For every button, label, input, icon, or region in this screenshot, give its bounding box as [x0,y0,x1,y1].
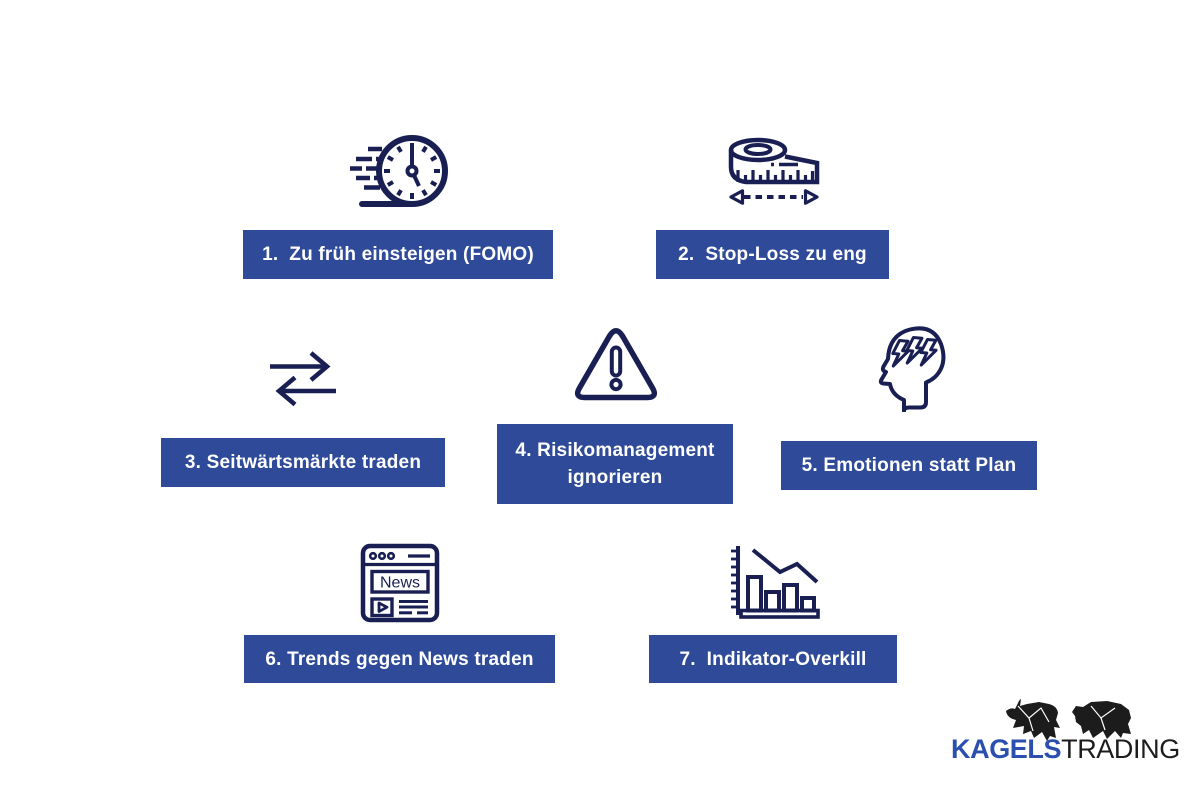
mistake-7-label-box: 7. Indikator-Overkill [649,635,897,683]
bear-icon [1071,700,1133,740]
news-icon-label: News [380,575,420,592]
brand-logo: KAGELSTRADING [951,696,1180,770]
mistake-3-label: 3. Seitwärtsmärkte traden [184,452,422,473]
speed-clock-icon [348,130,453,218]
mistake-6-label: 6. Trends gegen News traden [265,648,534,670]
mistake-1-label: 1. Zu früh einsteigen (FOMO) [262,244,534,265]
indicator-chart-icon [726,541,821,621]
brand-name-secondary: TRADING [1061,734,1180,764]
warning-triangle-icon [574,326,658,404]
sideways-arrows-icon [267,350,339,408]
mistake-2-label-box: 2. Stop-Loss zu eng [656,230,889,279]
mistake-4-label-box: 4. Risikomanagement ignorieren [497,424,733,504]
mistake-3-label-box: 3. Seitwärtsmärkte traden [161,438,445,487]
mistake-7-label: 7. Indikator-Overkill [679,648,867,670]
bull-icon [1003,698,1061,742]
mistake-6-label-box: 6. Trends gegen News traden [244,635,555,683]
mistake-5-label: 5. Emotionen statt Plan [801,455,1017,476]
mistake-5-label-box: 5. Emotionen statt Plan [781,441,1037,490]
stressed-head-icon [869,322,947,413]
measuring-tape-icon [716,136,826,208]
brand-name-primary: KAGELS [951,734,1062,764]
mistake-1-label-box: 1. Zu früh einsteigen (FOMO) [243,230,553,279]
news-browser-icon: News [360,543,440,623]
brand-wordmark: KAGELSTRADING [951,734,1180,764]
mistake-4-label: 4. Risikomanagement ignorieren [515,440,721,488]
mistake-2-label: 2. Stop-Loss zu eng [678,244,867,265]
